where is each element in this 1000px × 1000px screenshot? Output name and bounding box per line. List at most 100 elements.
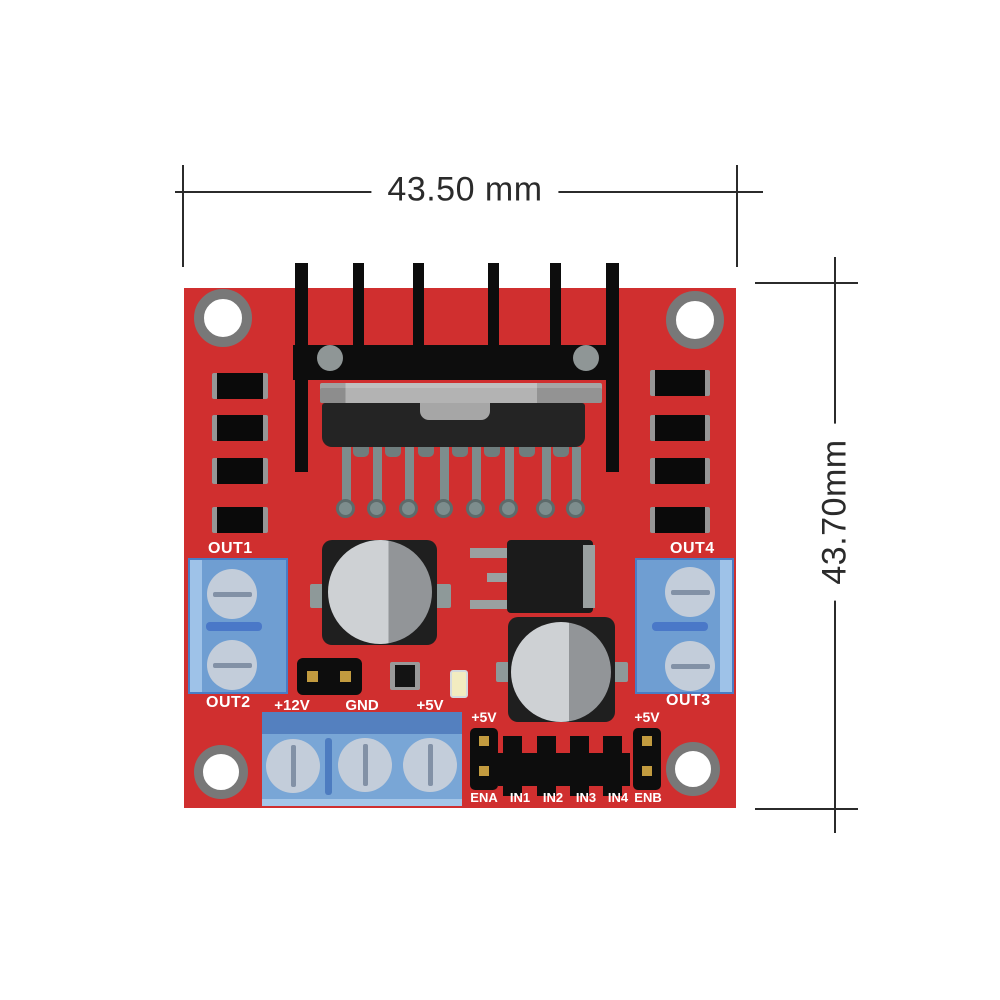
chip-pin (472, 447, 481, 503)
terminal-edge-highlight (190, 560, 202, 692)
ena-5v-label: +5V (471, 709, 497, 725)
chip-pin (505, 447, 514, 503)
flyback-diode (650, 370, 710, 396)
jumper-pad (479, 736, 489, 746)
header-pin (603, 736, 622, 753)
header-pin (570, 786, 589, 796)
power-12v-label: +12V (274, 697, 310, 714)
enb-5v-label: +5V (634, 709, 660, 725)
chip-pin-tip (367, 499, 386, 518)
power-select-jumper (297, 658, 362, 695)
height-dimension-tick-bottom (755, 808, 858, 810)
chip-pin (342, 447, 351, 503)
chip-pin (373, 447, 382, 503)
chip-pin-tip (499, 499, 518, 518)
jumper-pad (642, 766, 652, 776)
chip-pin-stub (418, 447, 434, 457)
chip-pin-tip (536, 499, 555, 518)
enb-jumper (633, 728, 661, 790)
out1-label: OUT1 (208, 540, 253, 557)
chip-pin-tip (434, 499, 453, 518)
chip-pin (405, 447, 414, 503)
header-pin (603, 786, 622, 796)
terminal-screw (207, 569, 257, 619)
capacitor-lead (613, 662, 628, 682)
heatsink-fin (413, 263, 424, 345)
chip-pin-tip (466, 499, 485, 518)
flyback-diode (212, 458, 268, 484)
ena-jumper (470, 728, 498, 790)
terminal-edge-highlight (720, 560, 732, 692)
jumper-pad (642, 736, 652, 746)
chip-pin-tip (336, 499, 355, 518)
regulator-pin (470, 600, 508, 609)
in1-pin-label: IN1 (509, 790, 531, 805)
terminal-divider (652, 622, 708, 631)
electrolytic-capacitor (511, 622, 611, 722)
heatsink-fin (550, 263, 561, 345)
mounting-hole-bottom-right (666, 742, 720, 796)
terminal-divider (325, 738, 332, 795)
terminal-bottom-strip (262, 799, 462, 806)
chip-pin-stub (452, 447, 468, 457)
flyback-diode (650, 415, 710, 441)
in3-pin-label: IN3 (575, 790, 597, 805)
out3-label: OUT3 (666, 692, 711, 709)
height-dimension-label: 43.70mm (815, 423, 855, 601)
header-pin (503, 786, 522, 796)
chip-pin-stub (353, 447, 369, 457)
out4-label: OUT4 (670, 540, 715, 557)
chip-pin (542, 447, 551, 503)
header-pin (537, 786, 556, 796)
flyback-diode (650, 458, 710, 484)
header-pin (570, 736, 589, 753)
jumper-pad (479, 766, 489, 776)
flyback-diode (212, 373, 268, 399)
regulator-pin (487, 573, 508, 582)
ena-pin-label: ENA (470, 790, 498, 805)
heatsink-fin (488, 263, 499, 345)
pcb-board: OUT1 OUT4 OUT2 OUT3 (184, 263, 736, 808)
chip-pin (572, 447, 581, 503)
enb-pin-label: ENB (634, 790, 662, 805)
terminal-screw (266, 739, 320, 793)
input-header-block (498, 753, 630, 786)
in4-pin-label: IN4 (607, 790, 629, 805)
chip-pin-tip (566, 499, 585, 518)
chip-metal-tab (320, 383, 602, 403)
width-dimension-tick-left (182, 165, 184, 267)
heatsink-fin (353, 263, 364, 345)
flyback-diode (212, 415, 268, 441)
out2-label: OUT2 (206, 694, 251, 711)
terminal-screw (338, 738, 392, 792)
power-led (450, 670, 468, 698)
height-dimension-tick-top (755, 282, 858, 284)
motor-terminal-out1-out2 (188, 558, 288, 694)
flyback-diode (650, 507, 710, 533)
chip-tab-notch (420, 403, 490, 420)
width-dimension-tick-right (736, 165, 738, 267)
power-5v-label: +5V (416, 697, 444, 714)
power-gnd-label: GND (345, 697, 379, 714)
header-pin (503, 736, 522, 753)
chip-pin-stub (519, 447, 535, 457)
terminal-screw (665, 641, 715, 691)
regulator-pin (470, 548, 508, 558)
chip-pin-tip (399, 499, 418, 518)
regulator-tab (583, 545, 595, 608)
power-terminal-block (262, 712, 462, 806)
in2-pin-label: IN2 (542, 790, 564, 805)
mounting-hole-bottom-left (194, 745, 248, 799)
terminal-screw (403, 738, 457, 792)
mounting-hole-top-right (666, 291, 724, 349)
jumper-pad (307, 671, 318, 682)
chip-pin-stub (484, 447, 500, 457)
header-pin (537, 736, 556, 753)
smd-resistor (390, 662, 420, 690)
voltage-regulator (507, 540, 593, 613)
terminal-top-strip (262, 712, 462, 734)
chip-pin-stub (553, 447, 569, 457)
heatsink-screw (317, 345, 343, 371)
chip-pin-stub (385, 447, 401, 457)
